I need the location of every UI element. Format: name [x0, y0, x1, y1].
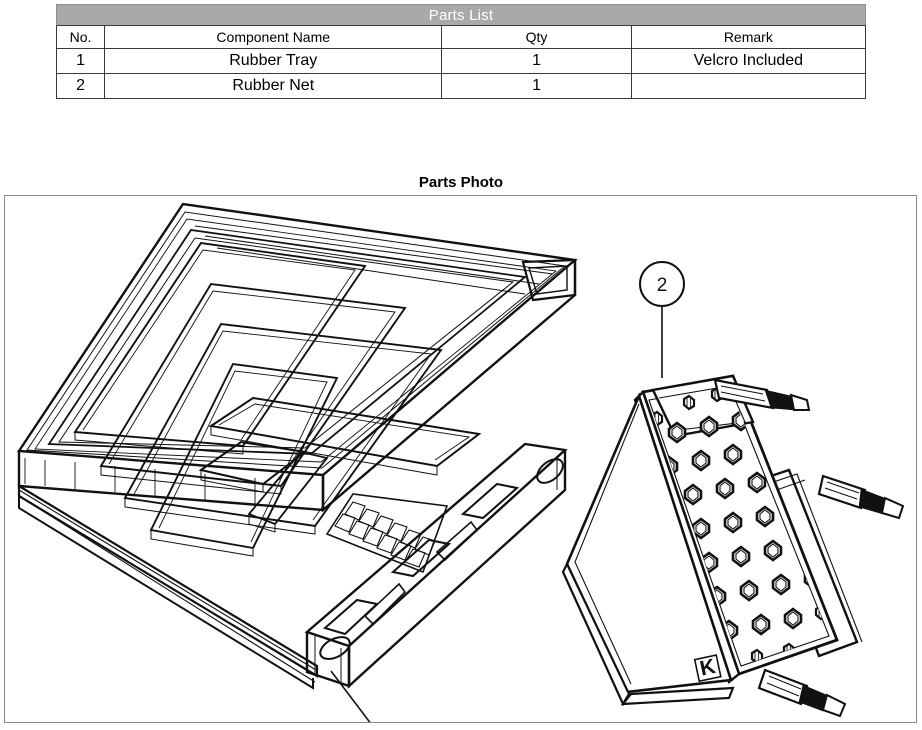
parts-photo-title: Parts Photo: [418, 174, 504, 191]
table-title-row: Parts List: [56, 4, 866, 26]
table-row: 2 Rubber Net 1: [55, 73, 867, 99]
cell-remark: [630, 73, 867, 99]
parts-list-table-container: Parts List No. Component Name Qty Remark…: [55, 4, 867, 99]
velcro-strap-top: [713, 378, 811, 411]
column-header-name: Component Name: [104, 25, 443, 49]
callout-1-leader: [330, 670, 371, 722]
column-header-remark: Remark: [630, 25, 867, 49]
callout-1-group: 1: [330, 670, 371, 722]
cell-remark: Velcro Included: [630, 48, 867, 74]
column-header-no: No.: [55, 25, 106, 49]
net-logo: K: [693, 654, 722, 683]
velcro-strap-middle: [817, 474, 905, 520]
cell-name: Rubber Tray: [104, 48, 443, 74]
cell-no: 2: [55, 73, 106, 99]
table-header-row: No. Component Name Qty Remark: [55, 25, 867, 49]
callout-2-bubble: [639, 261, 685, 307]
cell-no: 1: [55, 48, 106, 74]
rubber-net-drawing: K: [561, 374, 905, 718]
callout-2-group: 2: [639, 261, 685, 378]
parts-list-table: Parts List No. Component Name Qty Remark…: [55, 4, 867, 99]
cell-name: Rubber Net: [104, 73, 443, 99]
table-row: 1 Rubber Tray 1 Velcro Included: [55, 48, 867, 74]
parts-photo-frame: 1: [4, 195, 917, 723]
parts-list-title: Parts List: [56, 4, 866, 26]
cell-qty: 1: [441, 73, 632, 99]
column-header-qty: Qty: [441, 25, 632, 49]
parts-photo-illustration: 1: [16, 202, 905, 722]
cell-qty: 1: [441, 48, 632, 74]
callout-2-label: 2: [657, 275, 668, 296]
net-logo-text: K: [698, 655, 718, 681]
velcro-straps: [713, 378, 905, 718]
velcro-strap-bottom: [757, 668, 847, 718]
net-clean: K: [561, 374, 863, 707]
rubber-tray-drawing: [16, 202, 578, 690]
